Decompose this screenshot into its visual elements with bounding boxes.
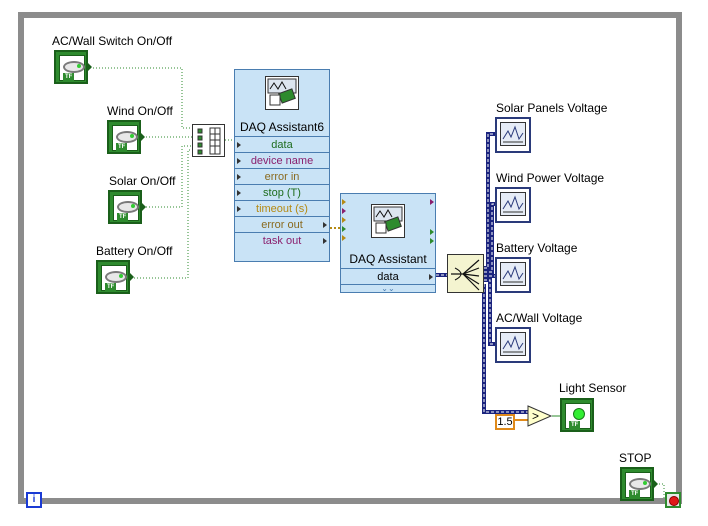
tf-tag: TF xyxy=(116,143,128,151)
daq-assistant-vi[interactable]: DAQ Assistant data ⌄⌄ xyxy=(340,193,436,293)
toggle-switch-icon xyxy=(629,478,651,490)
stop-label: STOP xyxy=(619,451,652,465)
daq6-terminal-data[interactable]: data xyxy=(235,136,329,152)
wire-ac-switch xyxy=(90,67,194,129)
daq-terminal-data[interactable]: data xyxy=(341,268,435,284)
waveform-graph-icon xyxy=(502,125,524,143)
expand-arrows-icon[interactable]: ⌄⌄ xyxy=(341,284,435,293)
waveform-graph-icon xyxy=(502,265,524,283)
wind-power-voltage-graph[interactable] xyxy=(495,187,531,223)
build-array-node[interactable] xyxy=(192,124,226,158)
daq-assistant-icon xyxy=(371,204,405,238)
solar-label: Solar On/Off xyxy=(109,174,176,188)
daq-assistant-title: DAQ Assistant xyxy=(349,252,427,266)
wind-control[interactable]: TF xyxy=(107,120,145,154)
battery-voltage-graph[interactable] xyxy=(495,257,531,293)
solar-panels-voltage-label: Solar Panels Voltage xyxy=(496,101,608,115)
output-terminal-arrow xyxy=(87,62,92,72)
split-signals-node[interactable] xyxy=(447,254,485,294)
wire-solar xyxy=(146,145,194,208)
threshold-constant[interactable]: 1.5 xyxy=(495,414,515,430)
output-terminal-arrow xyxy=(141,202,146,212)
stop-button-control[interactable]: TF xyxy=(620,467,658,501)
light-sensor-led[interactable]: TF xyxy=(560,398,594,432)
greater-than-node[interactable]: > xyxy=(527,405,553,427)
daq-input-terminals-icon xyxy=(342,199,346,241)
daq6-terminal-error-out[interactable]: error out xyxy=(235,216,329,232)
waveform-graph-icon xyxy=(502,335,524,353)
wire-battery xyxy=(134,149,194,279)
loop-condition-terminal[interactable] xyxy=(665,492,681,508)
toggle-switch-icon xyxy=(105,271,127,283)
daq-assistant6-title: DAQ Assistant6 xyxy=(239,120,325,134)
daq-output-terminals-icon xyxy=(430,199,434,244)
tf-tag: TF xyxy=(63,73,75,81)
output-terminal-arrow xyxy=(653,479,658,489)
greater-than-symbol: > xyxy=(532,409,539,423)
light-sensor-label: Light Sensor xyxy=(559,381,627,395)
daq6-terminal-task-out[interactable]: task out xyxy=(235,232,329,248)
tf-tag: TF xyxy=(569,421,581,429)
solar-panels-voltage-graph[interactable] xyxy=(495,117,531,153)
daq6-terminal-stop[interactable]: stop (T) xyxy=(235,184,329,200)
ac-wall-voltage-label: AC/Wall Voltage xyxy=(496,311,583,325)
tf-tag: TF xyxy=(629,490,641,498)
iteration-terminal[interactable]: i xyxy=(26,492,42,508)
ac-wall-switch-label: AC/Wall Switch On/Off xyxy=(52,34,173,48)
output-terminal-arrow xyxy=(129,272,134,282)
output-terminal-arrow xyxy=(140,132,145,142)
toggle-switch-icon xyxy=(116,131,138,143)
toggle-switch-icon xyxy=(117,201,139,213)
battery-control[interactable]: TF xyxy=(96,260,134,294)
solar-control[interactable]: TF xyxy=(108,190,146,224)
daq6-terminal-error-in[interactable]: error in xyxy=(235,168,329,184)
tf-tag: TF xyxy=(117,213,129,221)
ac-wall-switch-control[interactable]: TF xyxy=(54,50,92,84)
ac-wall-voltage-graph[interactable] xyxy=(495,327,531,363)
battery-label: Battery On/Off xyxy=(96,244,173,258)
daq-assistant-icon xyxy=(265,76,299,110)
wind-power-voltage-label: Wind Power Voltage xyxy=(496,171,605,185)
daq6-terminal-device-name[interactable]: device name xyxy=(235,152,329,168)
wind-label: Wind On/Off xyxy=(107,104,173,118)
tf-tag: TF xyxy=(105,283,117,291)
waveform-graph-icon xyxy=(502,195,524,213)
daq-assistant6-vi[interactable]: DAQ Assistant6 data device name error in… xyxy=(234,69,330,262)
toggle-switch-icon xyxy=(63,61,85,73)
battery-voltage-label: Battery Voltage xyxy=(496,241,578,255)
led-icon xyxy=(573,408,585,420)
daq6-terminal-timeout[interactable]: timeout (s) xyxy=(235,200,329,216)
